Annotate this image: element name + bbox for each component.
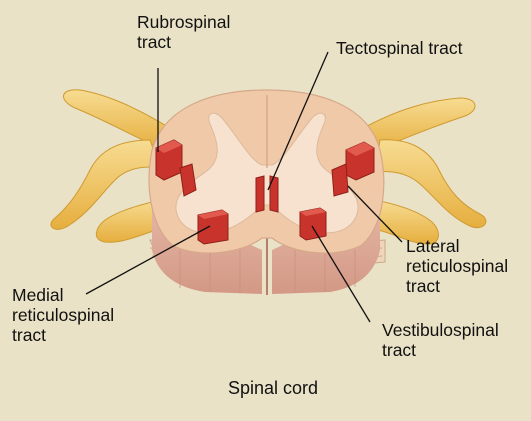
rubrospinal-label: Rubrospinal tract — [137, 12, 230, 52]
medial-reticulospinal-tract-shape — [198, 210, 228, 244]
lateral-reticulospinal-label: Lateral reticulospinal tract — [406, 236, 508, 296]
vestibulospinal-tract-shape — [300, 208, 326, 240]
vestibulospinal-label: Vestibulospinal tract — [382, 320, 499, 360]
medial-reticulospinal-label: Medial reticulospinal tract — [12, 285, 114, 345]
tectospinal-label: Tectospinal tract — [336, 38, 462, 58]
figure-caption: Spinal cord — [228, 378, 318, 398]
